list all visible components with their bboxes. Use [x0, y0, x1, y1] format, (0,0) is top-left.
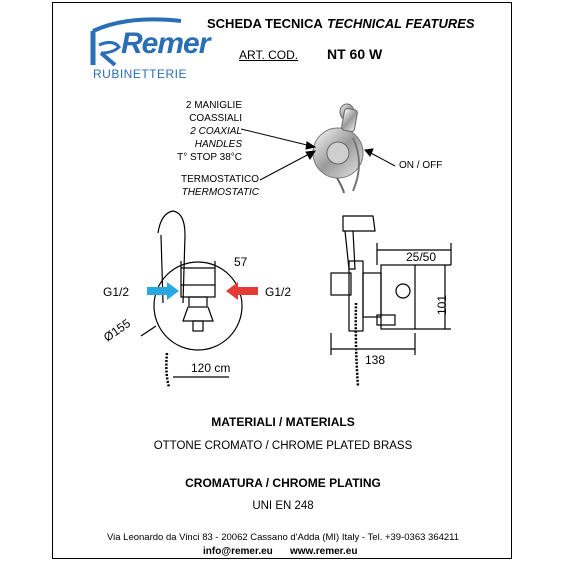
technical-drawing	[90, 17, 452, 388]
callout-arrows	[240, 128, 396, 181]
handles-label-en-1: 2 COAXIAL	[190, 126, 242, 137]
handles-label-it-2: COASSIALI	[189, 113, 242, 124]
plating-heading: CROMATURA / CHROME PLATING	[185, 476, 381, 490]
cold-inlet-arrow	[147, 282, 179, 300]
thermostatic-label-en: THERMOSTATIC	[181, 187, 259, 198]
footer-website[interactable]: www.remer.eu	[290, 546, 358, 557]
inlet-arrows	[147, 282, 258, 300]
side-view-drawing	[330, 215, 452, 388]
art-cod-label: ART. COD.	[239, 48, 299, 62]
footer-email[interactable]: info@remer.eu	[203, 546, 273, 557]
on-off-label: ON / OFF	[399, 160, 443, 171]
thermostatic-label-it: TERMOSTATICO	[181, 174, 259, 185]
dim-hose-length: 120 cm	[191, 361, 231, 375]
temperature-stop-label: T° STOP 38°C	[177, 152, 242, 163]
footer-address: Via Leonardo da Vinci 83 - 20062 Cassano…	[106, 532, 460, 543]
dim-inlet-left: G1/2	[103, 285, 130, 299]
plating-value: UNI EN 248	[252, 500, 314, 512]
handles-label-en-2: HANDLES	[194, 139, 242, 150]
materials-value: OTTONE CROMATO / CHROME PLATED BRASS	[153, 440, 413, 452]
handles-label-it-1: 2 MANIGLIE	[185, 100, 242, 111]
dim-inlet-right: G1/2	[265, 285, 292, 299]
logo-swoosh	[90, 17, 182, 67]
dim-depth: 25/50	[406, 250, 437, 264]
hot-inlet-arrow	[226, 282, 258, 300]
thermostatic-callout: TERMOSTATICO THERMOSTATIC	[181, 173, 259, 199]
dim-height: 101	[435, 294, 449, 315]
handles-callout: 2 MANIGLIE COASSIALI 2 COAXIAL HANDLES T…	[177, 99, 242, 164]
art-cod-value: NT 60 W	[327, 46, 383, 62]
dim-length: 138	[365, 353, 386, 367]
dim-width-57: 57	[234, 255, 248, 269]
technical-sheet: Remer RUBINETTERIE SCHEDA TECNICA TECHNI…	[52, 2, 512, 559]
title-italian: SCHEDA TECNICA	[207, 16, 323, 31]
title-english: TECHNICAL FEATURES	[327, 16, 475, 31]
brand-logo: Remer	[121, 27, 210, 60]
brand-subtitle: RUBINETTERIE	[93, 67, 188, 81]
product-photo	[312, 103, 364, 194]
materials-heading: MATERIALI / MATERIALS	[211, 415, 355, 429]
